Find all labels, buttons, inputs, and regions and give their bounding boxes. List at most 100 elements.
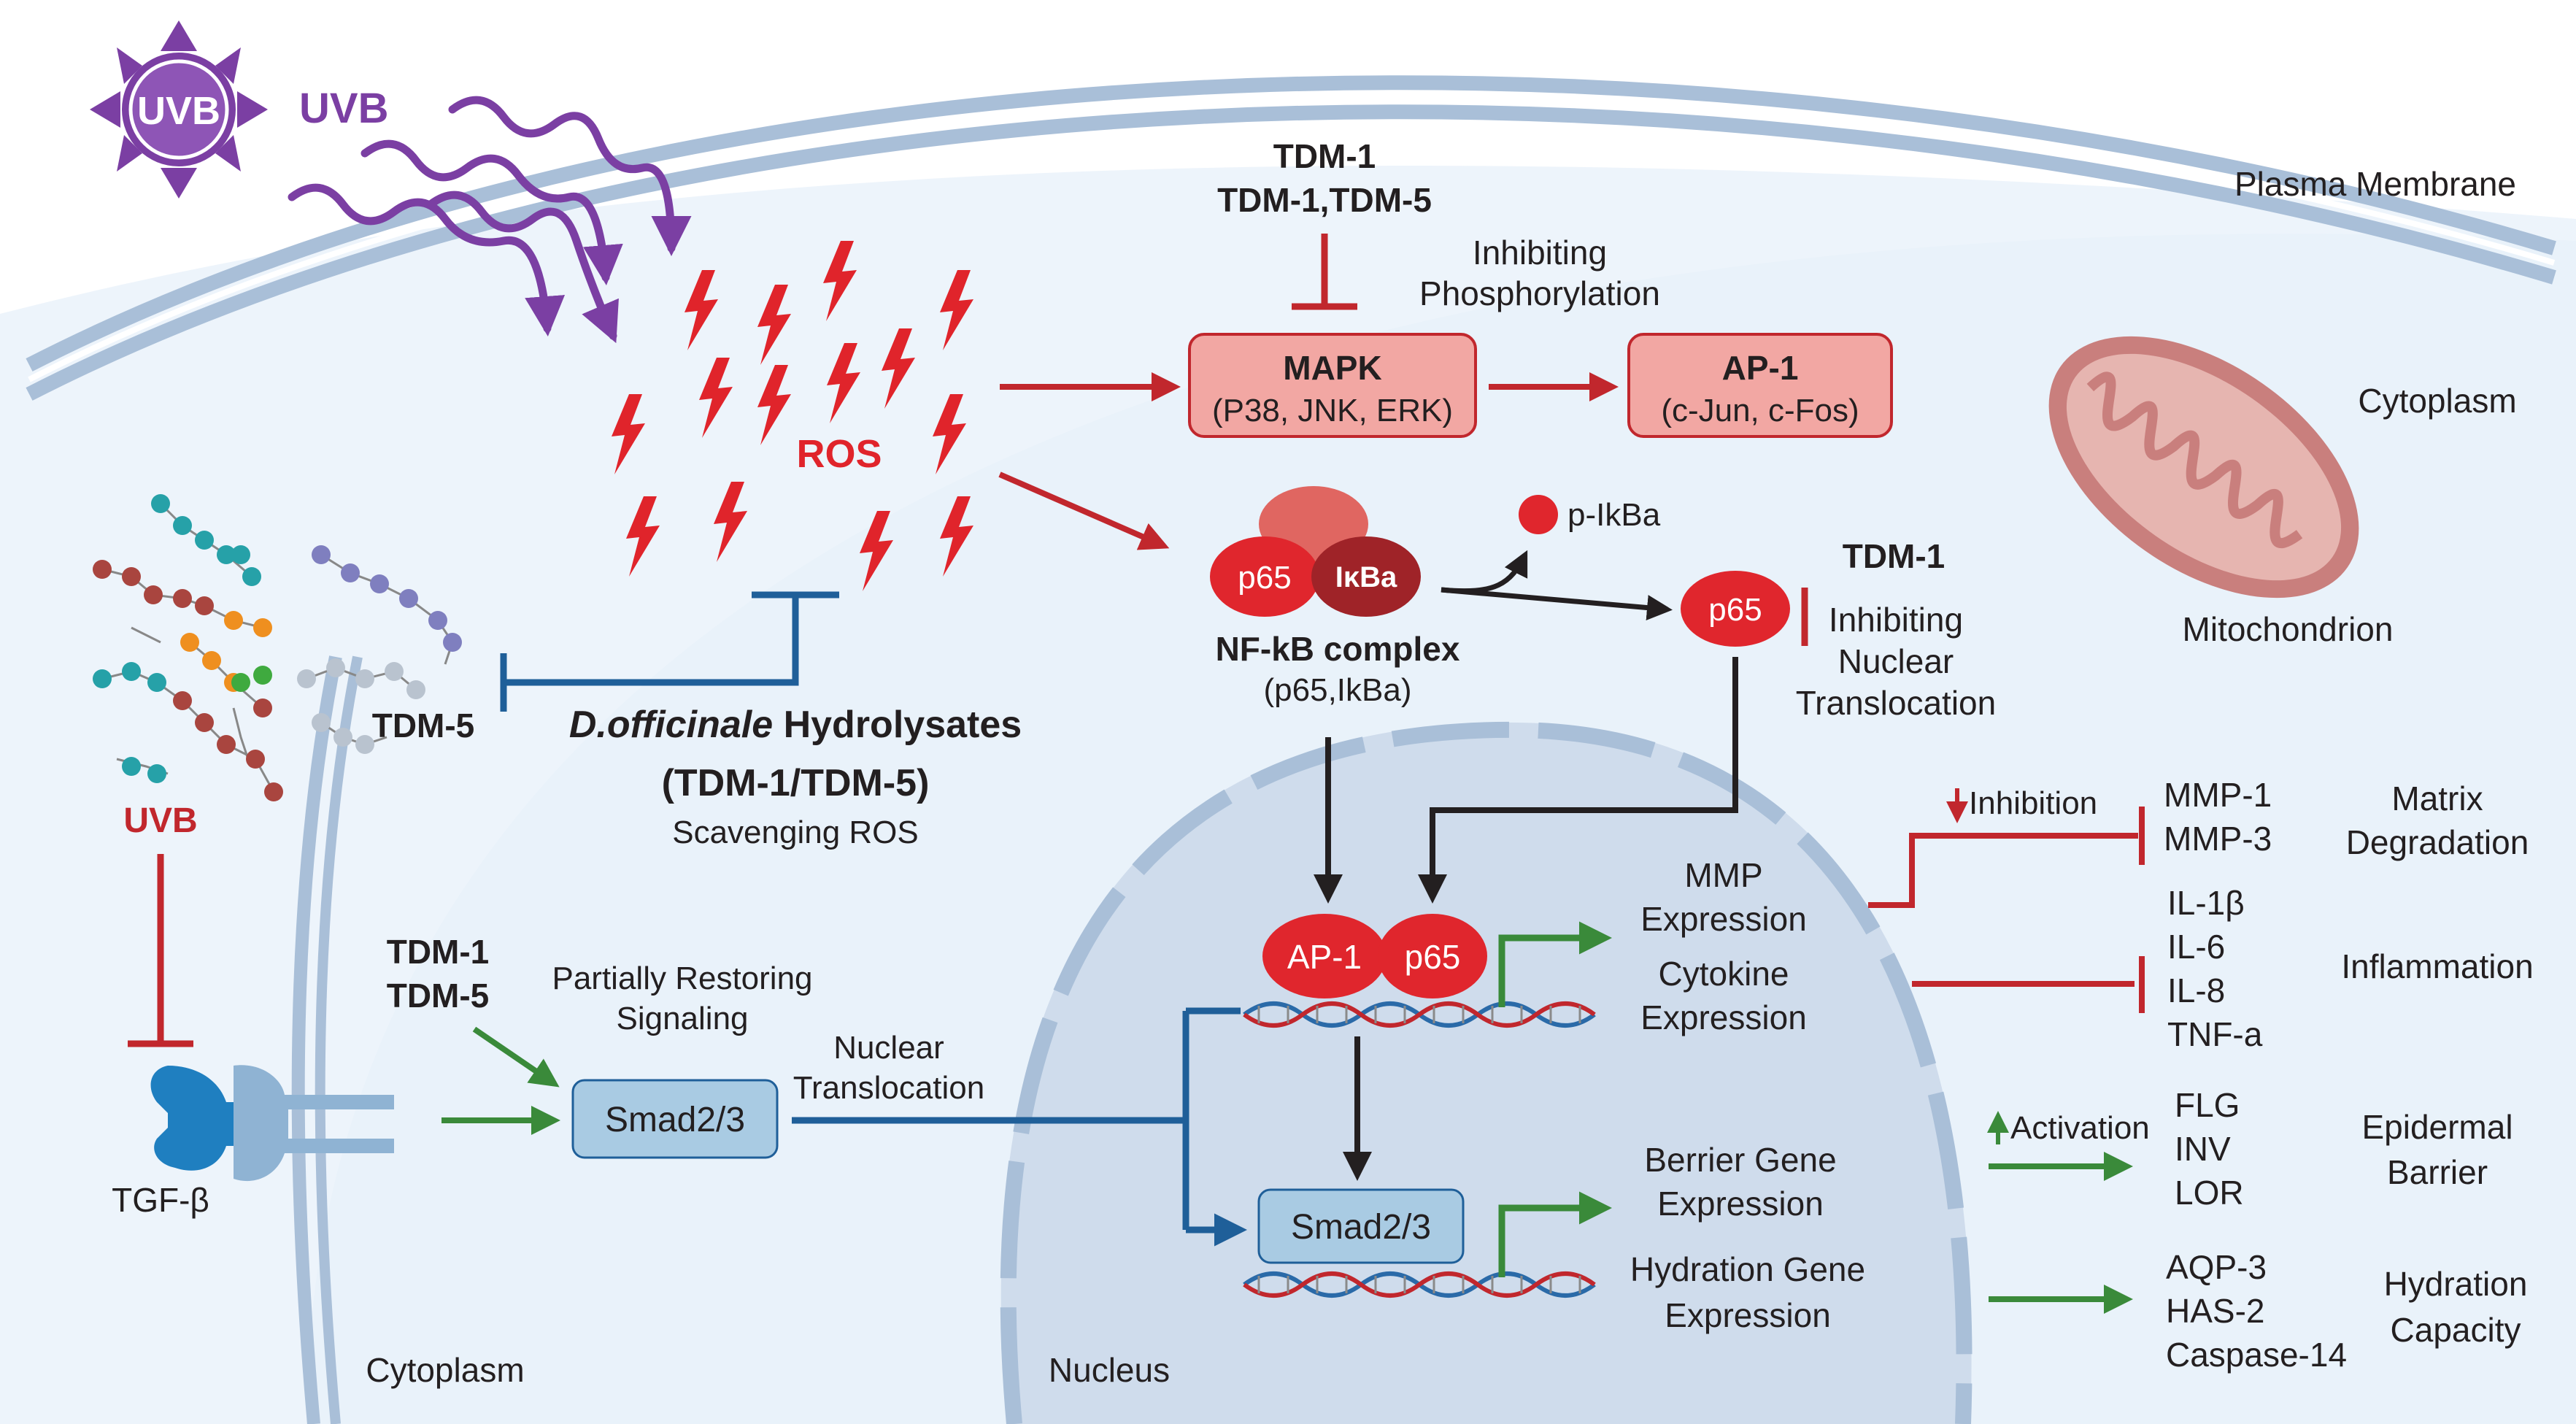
ap1-nuclear-blob	[1262, 914, 1387, 998]
mmp-expr-line1: MMP	[1684, 856, 1762, 894]
hydrolysates-name-italic: D.officinale	[569, 704, 773, 746]
hydrolysates-name: D.officinale Hydrolysates	[569, 704, 1022, 746]
aqp3-label: AQP-3	[2166, 1248, 2267, 1286]
smad-cyto-box	[571, 1079, 779, 1159]
dna-helix-lower	[1243, 1271, 1596, 1298]
nfkb-ikba-label: IκBa	[1335, 561, 1397, 593]
hydration-cap-line1: Hydration	[2384, 1265, 2528, 1303]
ap1-top-box	[1627, 333, 1893, 438]
p65-nuclear-label: p65	[1405, 938, 1461, 976]
p65-free-blob	[1681, 571, 1790, 647]
cytoplasm-bottom-label: Cytoplasm	[366, 1351, 524, 1389]
nfkb-tdm-label: TDM-1	[1843, 537, 1946, 575]
cytoplasm-right-label: Cytoplasm	[2358, 382, 2516, 420]
tgf-receptor-icon	[150, 1065, 394, 1182]
mitochondrion	[2048, 336, 2359, 599]
mapk-inhibitor-tbar	[1292, 234, 1357, 310]
hydrolysates-ids: (TDM-1/TDM-5)	[662, 762, 930, 804]
lor-label: LOR	[2175, 1174, 2244, 1212]
casp14-label: Caspase-14	[2166, 1336, 2347, 1374]
nuclear-note-line2: Nuclear	[1838, 642, 1954, 680]
hydration-expr-line1: Hydration Gene	[1630, 1250, 1865, 1288]
plasma-membrane-label: Plasma Membrane	[2234, 165, 2516, 203]
barrier-expr-line1: Berrier Gene	[1644, 1141, 1836, 1179]
mmp-expr-line2: Expression	[1640, 900, 1807, 938]
barrier-expr-line2: Expression	[1657, 1185, 1824, 1223]
nucleus-label: Nucleus	[1049, 1351, 1170, 1389]
smad-nuclear-label: Smad2/3	[1291, 1208, 1431, 1247]
ros-label: ROS	[796, 432, 882, 476]
mapk-box	[1188, 333, 1477, 438]
uvb-label: UVB	[299, 85, 388, 132]
dna-helix-upper	[1243, 1001, 1596, 1028]
nucleus	[1000, 721, 1973, 1424]
p65-free-label: p65	[1708, 592, 1762, 628]
transcription-arrows	[1498, 921, 1612, 1277]
tgf-inhibitor-tbar	[128, 854, 193, 1047]
left-tdm1: TDM-1	[387, 933, 490, 971]
partial-line2: Signaling	[616, 1001, 748, 1036]
cyto-expr-line2: Expression	[1640, 998, 1807, 1036]
hydration-expr-line2: Expression	[1665, 1296, 1831, 1334]
uvb-sun-icon	[90, 20, 268, 199]
nfkb-release-arrows	[1441, 550, 1673, 621]
inflammation-label: Inflammation	[2341, 947, 2533, 985]
nuclear-note-line1: Inhibiting	[1829, 601, 1963, 639]
phosphorylation-note-line2: Phosphorylation	[1419, 274, 1660, 312]
ap1-top-sub: (c-Jun, c-Fos)	[1661, 393, 1859, 428]
hydration-cap-line2: Capacity	[2391, 1311, 2521, 1349]
mmp1-label: MMP-1	[2164, 776, 2272, 814]
nfkb-sub: (p65,IkBa)	[1264, 672, 1412, 708]
epidermal-line1: Epidermal	[2361, 1108, 2513, 1146]
ap1-nuclear-label: AP-1	[1287, 938, 1362, 976]
cyto-expr-line1: Cytokine	[1659, 955, 1789, 993]
ros-arrows	[998, 372, 1619, 550]
matrix-line1: Matrix	[2391, 780, 2483, 817]
left-uvb-label: UVB	[123, 801, 197, 840]
plasma-membrane	[26, 75, 2556, 1424]
il6-label: IL-6	[2167, 928, 2225, 966]
matrix-line2: Degradation	[2346, 823, 2529, 861]
epidermal-line2: Barrier	[2387, 1153, 2488, 1191]
top-tdm-line1: TDM-1	[1273, 137, 1376, 175]
inv-label: INV	[2175, 1130, 2231, 1168]
p-ikba-dot	[1519, 495, 1558, 534]
il1b-label: IL-1β	[2167, 884, 2245, 922]
hydrolysates-name-rest: Hydrolysates	[773, 704, 1022, 746]
tgf-beta-label: TGF-β	[112, 1181, 209, 1219]
activation-connectors	[1989, 1152, 2133, 1314]
partial-line1: Partially Restoring	[552, 961, 812, 996]
inhibition-connectors	[1868, 807, 2145, 1013]
tnfa-label: TNF-a	[2167, 1015, 2263, 1053]
uvb-rays	[288, 96, 692, 344]
mmp3-label: MMP-3	[2164, 820, 2272, 858]
mitochondrion-label: Mitochondrion	[2183, 610, 2394, 648]
p-ikba-label: p-IkBa	[1567, 497, 1661, 533]
peptide-chains-icon	[93, 494, 462, 801]
il8-label: IL-8	[2167, 971, 2225, 1009]
nuclear-note-line3: Translocation	[1796, 684, 1996, 722]
smad-cyto-label: Smad2/3	[605, 1101, 745, 1139]
ap1-top-title: AP-1	[1722, 349, 1799, 387]
smad-activation-arrows	[441, 1026, 560, 1135]
p65-nuclear-blob	[1378, 914, 1487, 998]
activation-label: Activation	[2010, 1110, 2150, 1146]
inhibition-label: Inhibition	[1969, 785, 2097, 821]
smad-translocation-path	[792, 1007, 1247, 1247]
has2-label: HAS-2	[2166, 1292, 2264, 1330]
nucleus-entry-arrows	[1314, 657, 1738, 1181]
mapk-sub: (P38, JNK, ERK)	[1212, 393, 1453, 428]
nfkb-title: NF-kB complex	[1216, 630, 1460, 668]
nfkb-complex	[1210, 486, 1421, 617]
uvb-badge-label: UVB	[137, 89, 220, 133]
mapk-title: MAPK	[1283, 349, 1381, 387]
nfkb-p65-label: p65	[1238, 560, 1291, 596]
smad-nuclear-box	[1257, 1188, 1465, 1264]
hydrolysates-note: Scavenging ROS	[672, 815, 919, 850]
flg-label: FLG	[2175, 1086, 2240, 1124]
left-tdm5: TDM-5	[387, 977, 490, 1015]
top-tdm-line2: TDM-1,TDM-5	[1217, 181, 1432, 219]
phosphorylation-note-line1: Inhibiting	[1473, 234, 1607, 272]
hydrolysates-tdm5: TDM-5	[372, 707, 475, 744]
